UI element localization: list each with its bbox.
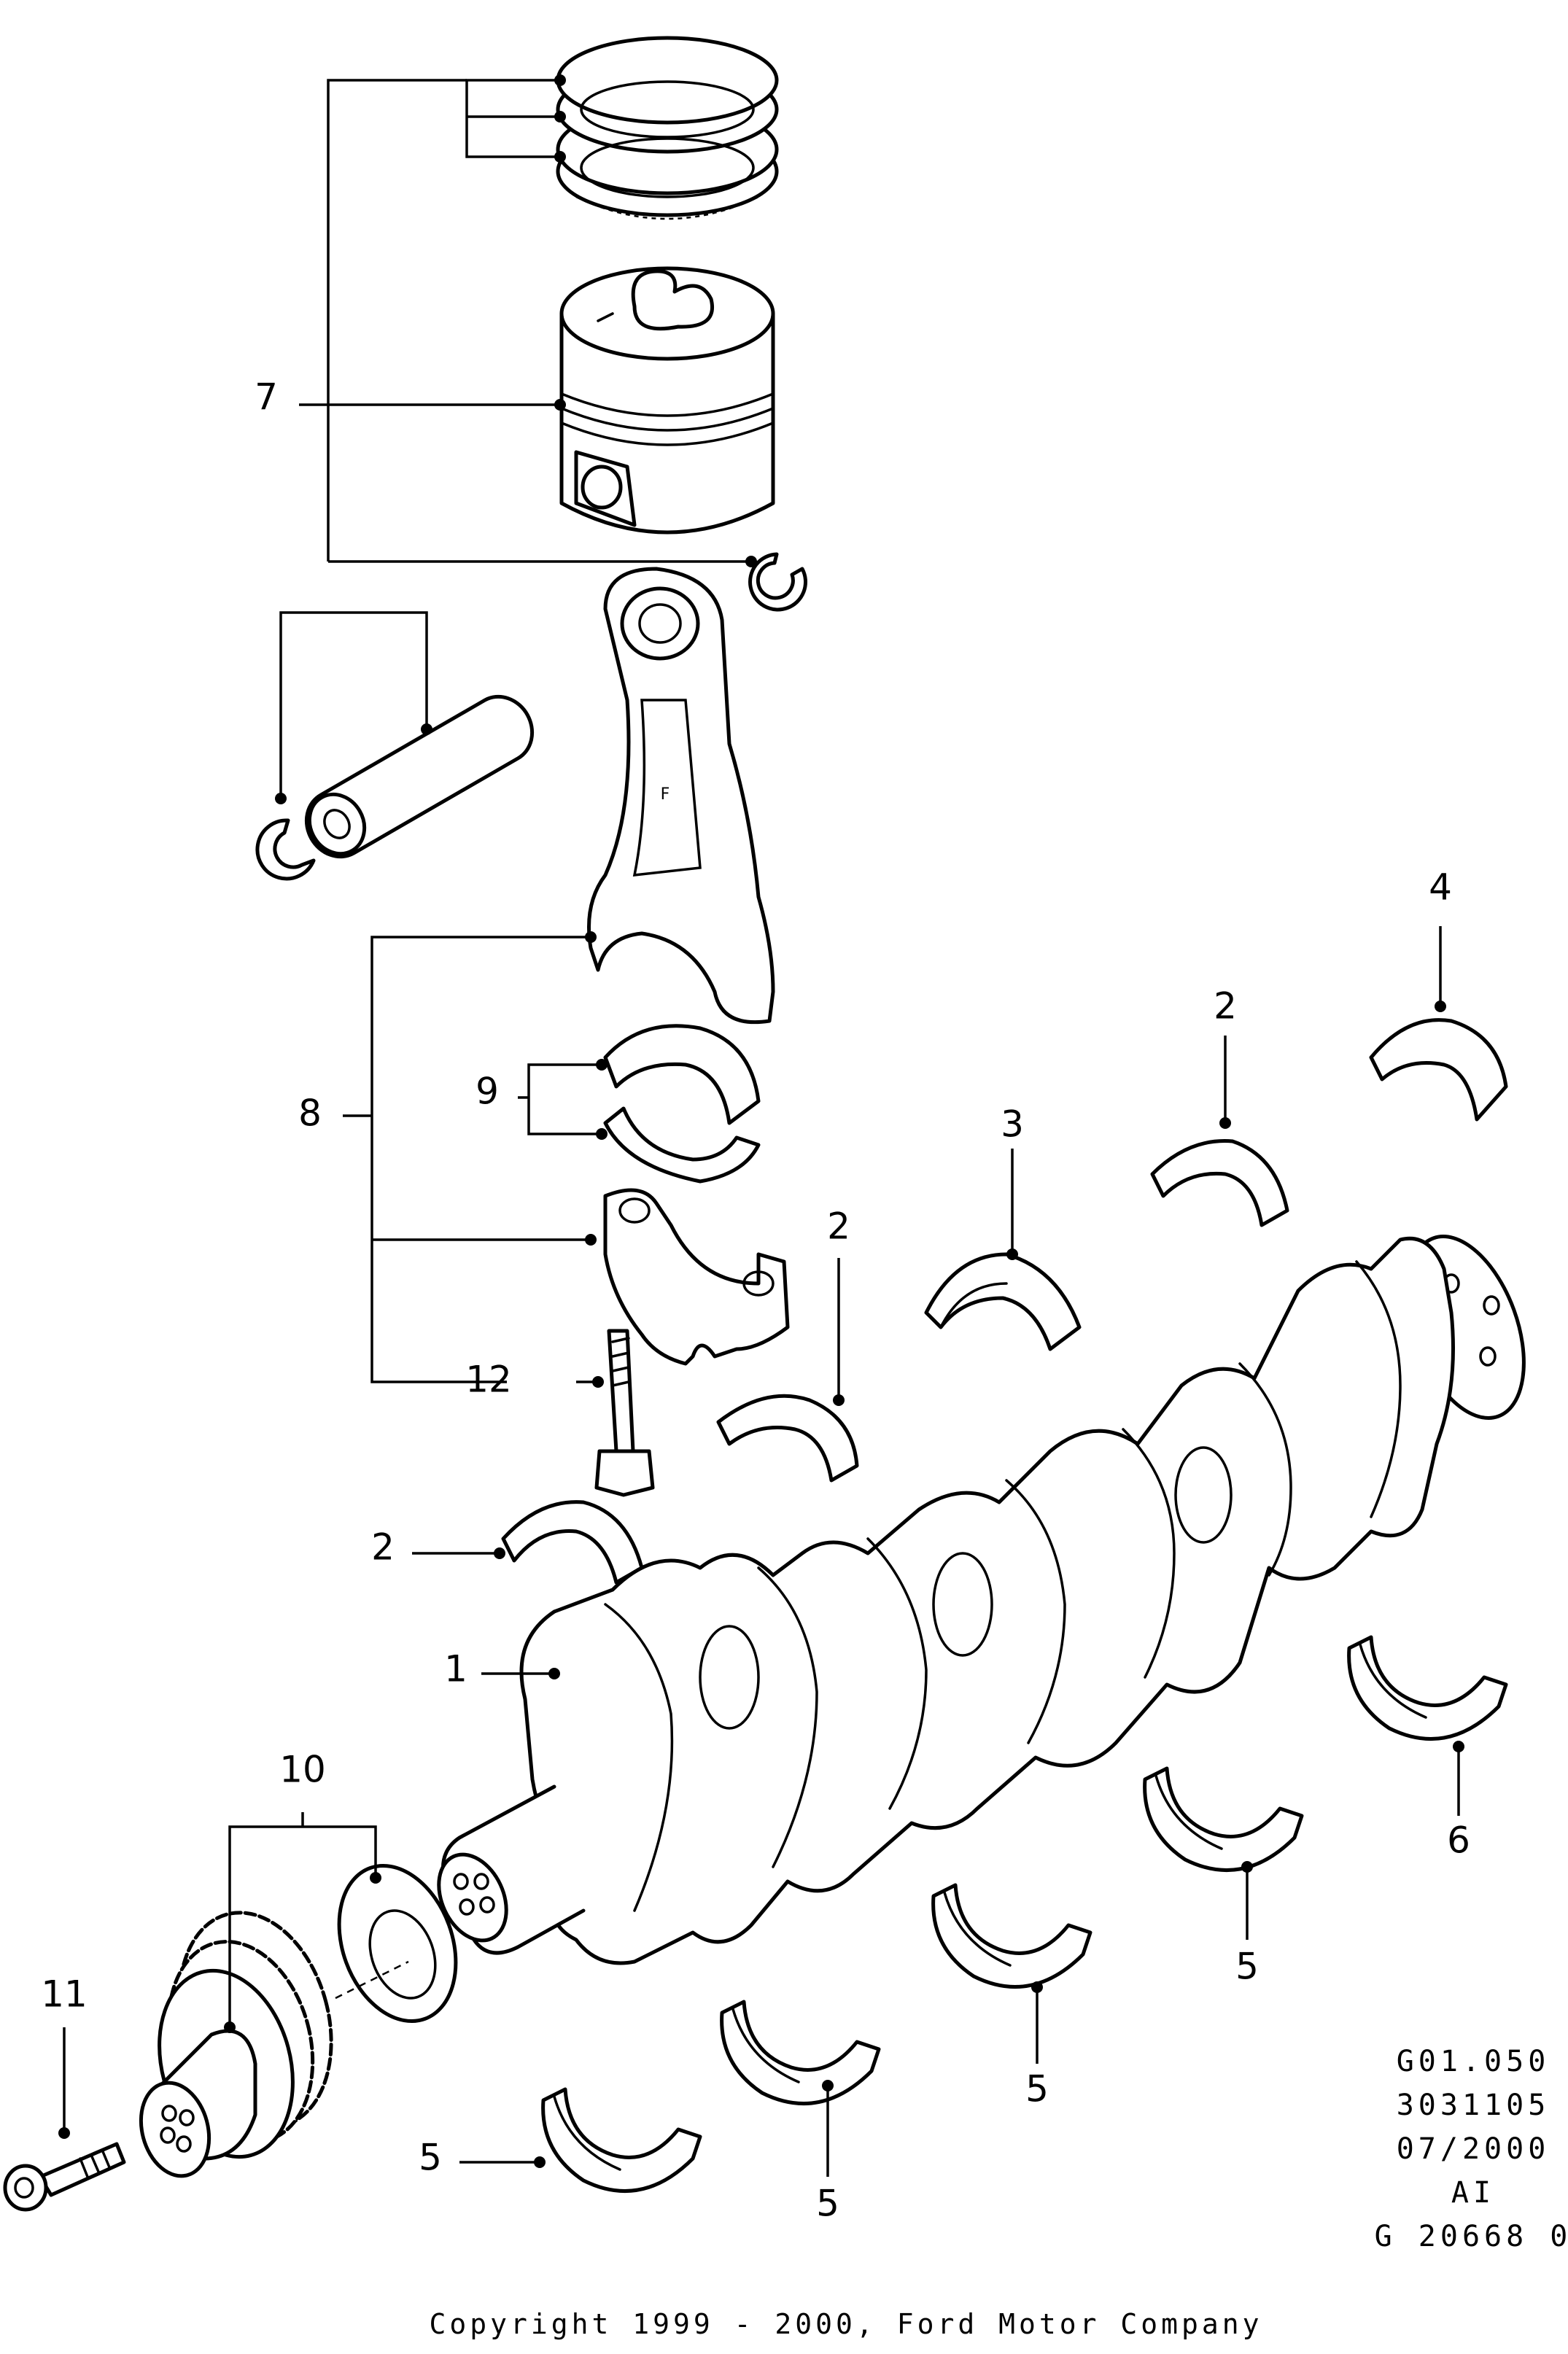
- callout-11: 11: [41, 1973, 88, 2016]
- leader-lines: [58, 74, 1464, 2177]
- piston-pin: [304, 694, 535, 859]
- callout-12: 12: [465, 1359, 512, 1401]
- main-bearing-lower-1: [541, 2087, 702, 2194]
- copyright-notice: Copyright 1999 - 2000, Ford Motor Compan…: [430, 2308, 1263, 2340]
- piston-rings: [556, 36, 779, 220]
- main-bearing-upper-2: [501, 1500, 644, 1585]
- callout-4: 4: [1429, 866, 1452, 909]
- crankshaft-sprocket: [139, 1911, 333, 2178]
- callout-2-front: 2: [371, 1526, 395, 1569]
- main-bearing-upper-3: [1150, 1139, 1289, 1227]
- connecting-rod: F: [587, 567, 775, 1025]
- piston-pin-circlip: [748, 552, 807, 612]
- main-bearing-upper-rear: [1369, 1018, 1508, 1122]
- callout-5-fourth: 5: [1235, 1946, 1259, 1988]
- conrod-cap: [603, 1188, 790, 1366]
- callout-5-second: 5: [816, 2183, 839, 2225]
- ref-line-5: G 20668 0: [1375, 2220, 1568, 2253]
- callout-5-third: 5: [1025, 2068, 1049, 2110]
- callout-10: 10: [279, 1749, 326, 1791]
- conrod-bolt: [594, 1329, 655, 1497]
- rod-f-mark: F: [661, 785, 670, 804]
- main-bearing-lower-2: [720, 2000, 881, 2106]
- crankshaft-thrust-washer: [335, 1863, 458, 2024]
- crankshaft: [437, 1235, 1526, 1965]
- ref-line-4: AI: [1451, 2176, 1495, 2210]
- piston: [559, 266, 775, 535]
- main-bearing-upper-center: [924, 1252, 1082, 1351]
- callout-7: 7: [255, 376, 278, 419]
- ref-line-2: 3031105: [1397, 2089, 1550, 2122]
- callout-2-middle: 2: [827, 1205, 850, 1248]
- conrod-bearing-upper: [603, 1024, 761, 1125]
- main-bearing-lower-thrust: [1347, 1635, 1508, 1741]
- reference-block: G01.050 3031105 07/2000 AI G 20668 0: [1375, 2045, 1568, 2253]
- callout-2-rear: 2: [1214, 985, 1237, 1028]
- ref-line-3: 07/2000: [1397, 2132, 1550, 2166]
- callout-5-front: 5: [419, 2137, 442, 2179]
- callout-6: 6: [1447, 1819, 1470, 1862]
- crankshaft-pulley-bolt: [3, 2142, 126, 2212]
- ref-line-1: G01.050: [1397, 2045, 1550, 2078]
- main-bearing-lower-4: [1143, 1766, 1304, 1873]
- callout-3: 3: [1001, 1103, 1024, 1146]
- conrod-bearing-lower: [603, 1106, 761, 1184]
- main-bearing-upper-1: [716, 1394, 859, 1483]
- piston-pin-circlip-left: [255, 818, 316, 881]
- main-bearing-lower-3: [931, 1883, 1092, 1989]
- callout-1: 1: [444, 1648, 467, 1690]
- callout-8: 8: [298, 1092, 322, 1135]
- callout-9: 9: [476, 1071, 499, 1113]
